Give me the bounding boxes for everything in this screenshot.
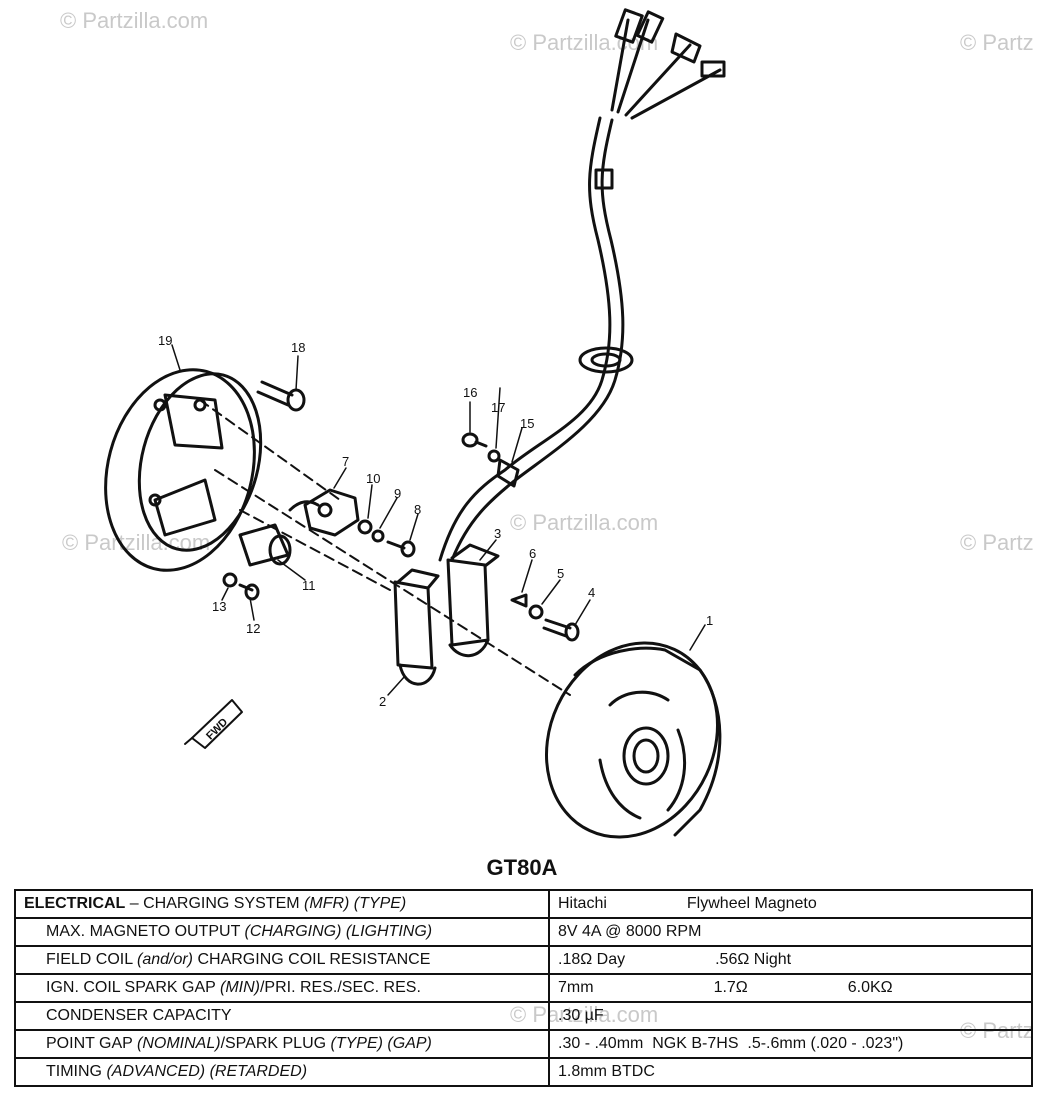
callout-17: 17 [491,400,505,415]
callout-16: 16 [463,385,477,400]
stator-plate [104,368,263,572]
callout-13: 13 [212,599,226,614]
callout-9: 9 [394,486,401,501]
watermark: © Partzilla.com [60,8,209,33]
callout-3: 3 [494,526,501,541]
spec-row: POINT GAP (NOMINAL)/SPARK PLUG (TYPE) (G… [14,1029,1033,1059]
spec-value: .30 µF [548,1001,1033,1031]
watermark: © Partzilla.com [510,510,659,535]
spec-label: POINT GAP (NOMINAL)/SPARK PLUG (TYPE) (G… [14,1029,550,1059]
spec-label: FIELD COIL (and/or) CHARGING COIL RESIST… [14,945,550,975]
callout-numbers: 19 18 16 17 15 7 10 9 8 3 6 5 4 1 2 11 1… [158,333,713,709]
exploded-parts-diagram: FWD 19 18 16 17 15 7 10 9 8 3 6 5 4 1 2 … [104,8,726,839]
spec-row: CONDENSER CAPACITY .30 µF [14,1001,1033,1031]
screw-4 [542,618,580,642]
spec-row: TIMING (ADVANCED) (RETARDED) 1.8mm BTDC [14,1057,1033,1087]
condenser [238,523,292,567]
callout-6: 6 [529,546,536,561]
spec-label: MAX. MAGNETO OUTPUT (CHARGING) (LIGHTING… [14,917,550,947]
fwd-label: FWD [204,716,230,742]
coil-3 [446,543,500,658]
watermark: © Partz [960,530,1034,555]
callout-19: 19 [158,333,172,348]
callout-leaders [171,344,706,696]
callout-15: 15 [520,416,534,431]
washer-5 [528,604,544,620]
callout-2: 2 [379,694,386,709]
spec-value: .30 - .40mm NGK B-7HS .5-.6mm (.020 - .0… [548,1029,1033,1059]
callout-18: 18 [291,340,305,355]
spec-value: 1.8mm BTDC [548,1057,1033,1087]
spec-label: CONDENSER CAPACITY [14,1001,550,1031]
spec-row: MAX. MAGNETO OUTPUT (CHARGING) (LIGHTING… [14,917,1033,947]
callout-12: 12 [246,621,260,636]
callout-10: 10 [366,471,380,486]
model-title: GT80A [486,855,558,880]
wire-harness [438,8,726,562]
contact-breaker [288,488,360,537]
spec-row: FIELD COIL (and/or) CHARGING COIL RESIST… [14,945,1033,975]
screw-12 [238,583,260,601]
fwd-arrow-icon: FWD [184,699,243,749]
wedge-6 [510,593,528,608]
washer-10 [357,519,373,535]
screw-18 [256,380,306,412]
callout-8: 8 [414,502,421,517]
spec-table: ELECTRICAL – CHARGING SYSTEM (MFR) (TYPE… [14,889,1033,1087]
callout-1: 1 [706,613,713,628]
callout-7: 7 [342,454,349,469]
washer-13 [222,572,238,588]
spec-label: IGN. COIL SPARK GAP (MIN)/PRI. RES./SEC.… [14,973,550,1003]
screw-16 [461,432,488,448]
alignment-lines [199,399,571,696]
spec-value: 8V 4A @ 8000 RPM [548,917,1033,947]
callout-4: 4 [588,585,595,600]
screw-8 [386,540,416,558]
spec-row: ELECTRICAL – CHARGING SYSTEM (MFR) (TYPE… [14,889,1033,919]
washer-17 [487,449,501,463]
washer-9 [371,529,385,543]
watermark: © Partz [960,30,1034,55]
coil-2 [393,568,440,686]
spec-row: IGN. COIL SPARK GAP (MIN)/PRI. RES./SEC.… [14,973,1033,1003]
callout-5: 5 [557,566,564,581]
callout-11: 11 [302,578,316,593]
spec-label: TIMING (ADVANCED) (RETARDED) [14,1057,550,1087]
flywheel [545,641,722,839]
spec-value: .18Ω Day.56Ω Night [548,945,1033,975]
spec-label: ELECTRICAL – CHARGING SYSTEM (MFR) (TYPE… [14,889,550,919]
